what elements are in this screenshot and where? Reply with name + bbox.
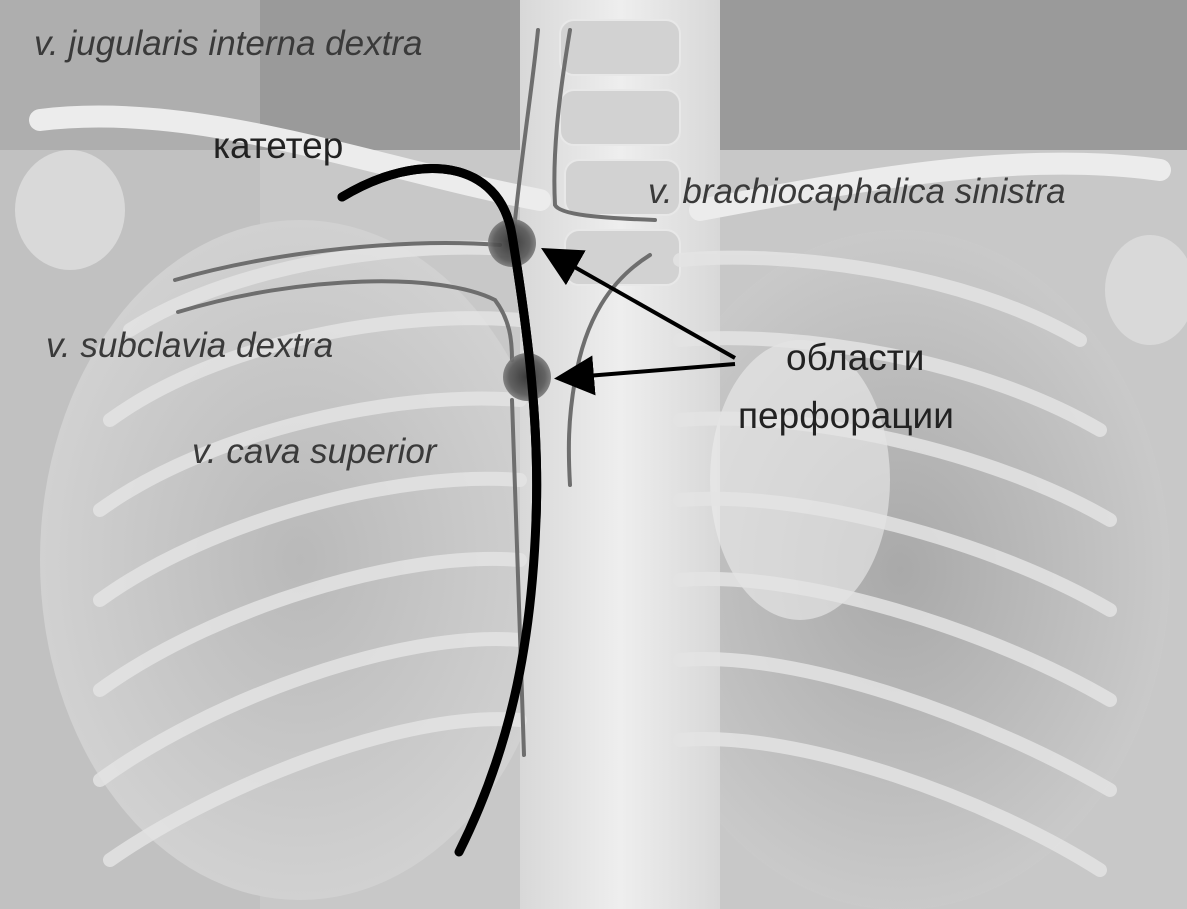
- label-perforation-line1: области: [786, 337, 924, 378]
- label-jugular: v. jugularis interna dextra: [34, 24, 422, 63]
- right-humeral-head: [15, 150, 125, 270]
- label-brachiocephalic: v. brachiocaphalica sinistra: [648, 172, 1066, 211]
- label-subclavia: v. subclavia dextra: [46, 326, 333, 365]
- label-perforation-line2: перфорации: [738, 395, 954, 436]
- label-cava-superior: v. cava superior: [192, 432, 438, 471]
- label-catheter: катетер: [213, 125, 343, 166]
